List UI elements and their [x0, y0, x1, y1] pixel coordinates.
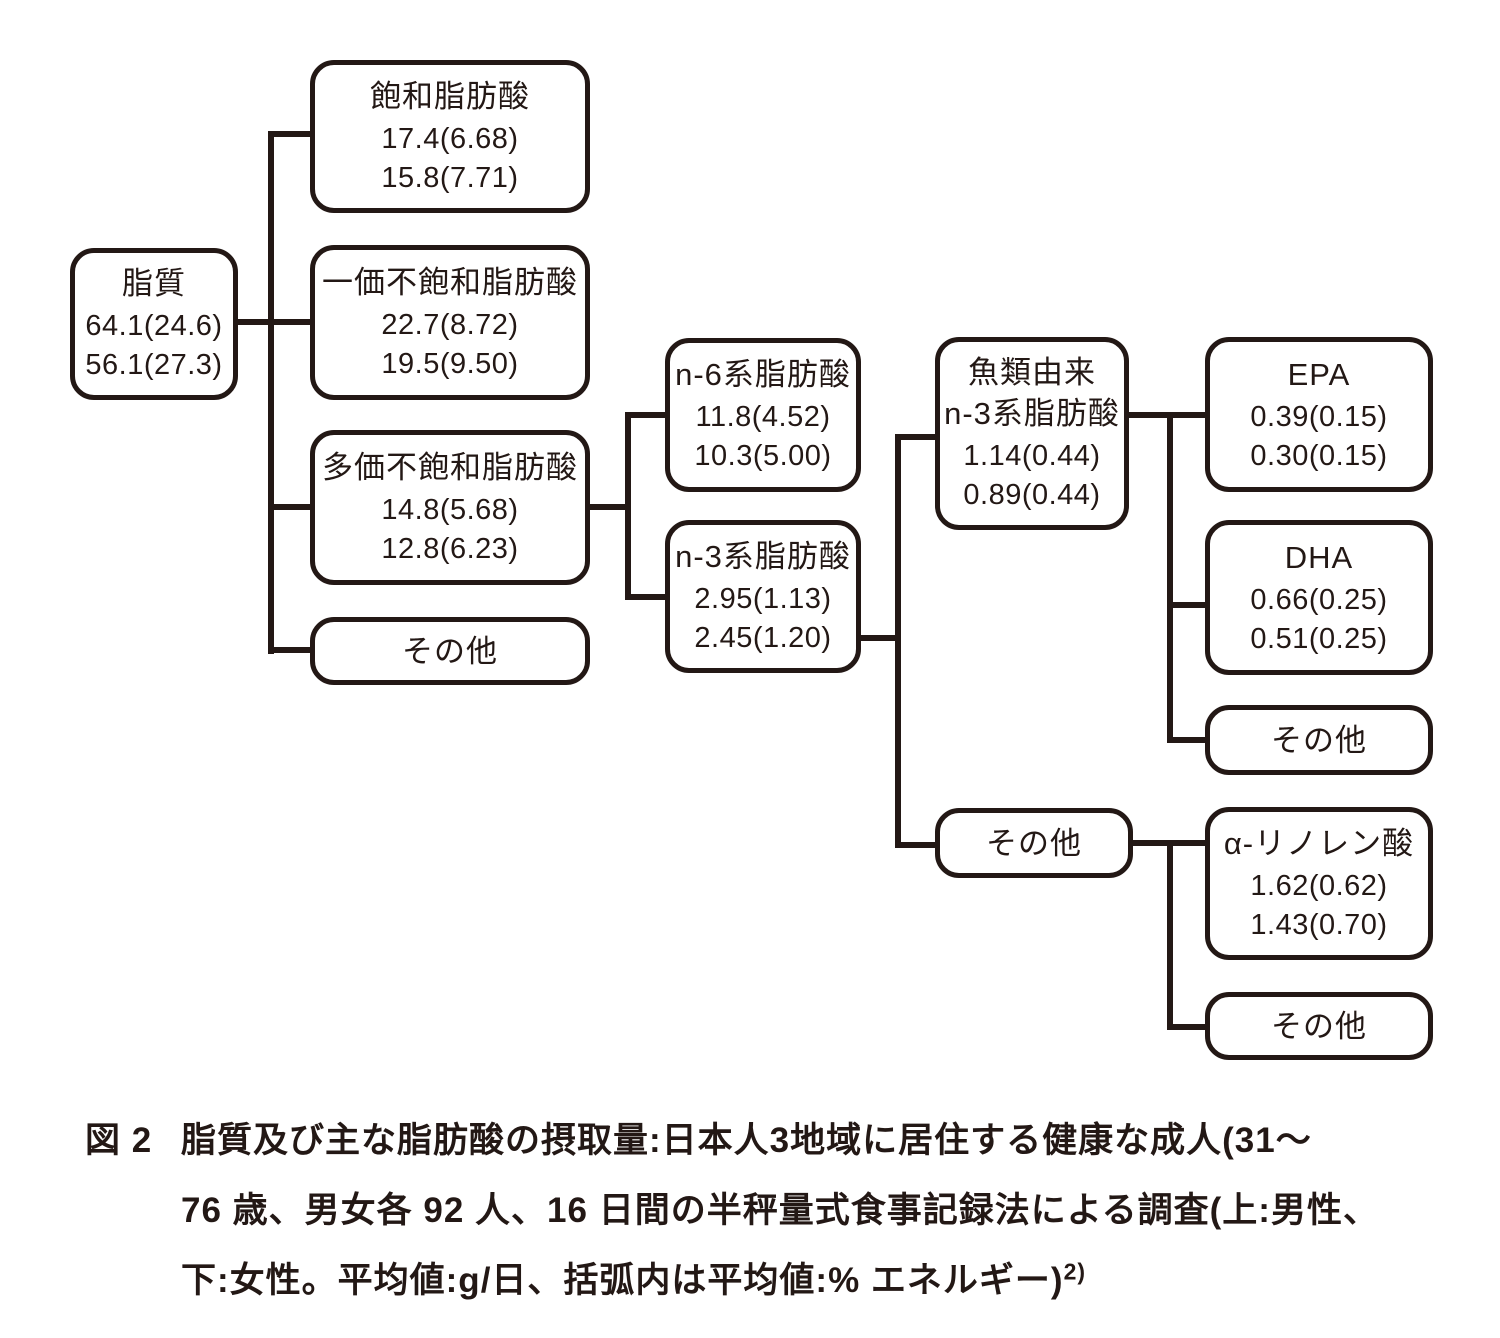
connector-to-dha — [1167, 602, 1208, 608]
connector-v4 — [1167, 412, 1173, 743]
node-title: 多価不飽和脂肪酸 — [322, 449, 578, 485]
node-epa: EPA 0.39(0.15) 0.30(0.15) — [1205, 337, 1433, 492]
node-n3-fatty-acid: n-3系脂肪酸 2.95(1.13) 2.45(1.20) — [665, 520, 861, 673]
connector-poly-trunk — [588, 504, 631, 510]
connector-lipid-trunk — [237, 319, 313, 325]
caption-reference-superscript: 2) — [1063, 1258, 1087, 1285]
node-title: EPA — [1287, 356, 1351, 392]
connector-to-other1 — [268, 647, 313, 653]
node-value-male: 17.4(6.68) — [381, 122, 519, 155]
node-value-male: 0.39(0.15) — [1250, 400, 1388, 433]
node-value-female: 12.8(6.23) — [381, 532, 519, 565]
node-other-lipid: その他 — [310, 617, 590, 685]
node-dha: DHA 0.66(0.25) 0.51(0.25) — [1205, 520, 1433, 675]
node-title: n-6系脂肪酸 — [675, 357, 851, 392]
node-value-female: 56.1(27.3) — [85, 349, 223, 381]
connector-v1 — [268, 131, 274, 654]
connector-to-n6 — [625, 412, 668, 418]
node-value-male: 22.7(8.72) — [381, 308, 519, 341]
figure-caption: 図 2 脂質及び主な脂肪酸の摂取量:日本人3地域に居住する健康な成人(31〜 7… — [85, 1106, 1445, 1316]
node-saturated-fatty-acid: 飽和脂肪酸 17.4(6.68) 15.8(7.71) — [310, 60, 590, 213]
connector-to-fishn3 — [895, 434, 938, 440]
connector-v3 — [895, 434, 901, 848]
node-lipid: 脂質 64.1(24.6) 56.1(27.3) — [70, 248, 238, 400]
node-value-female: 0.89(0.44) — [963, 479, 1101, 511]
node-polyunsaturated-fatty-acid: 多価不飽和脂肪酸 14.8(5.68) 12.8(6.23) — [310, 430, 590, 585]
node-alpha-linolenic-acid: α-リノレン酸 1.62(0.62) 1.43(0.70) — [1205, 807, 1433, 960]
figure-number: 図 2 — [85, 1121, 153, 1160]
node-value-female: 1.43(0.70) — [1250, 908, 1388, 941]
node-title: α-リノレン酸 — [1223, 825, 1415, 861]
node-value-female: 0.51(0.25) — [1250, 622, 1388, 655]
connector-v5 — [1167, 840, 1173, 1030]
node-title: 一価不飽和脂肪酸 — [322, 264, 578, 300]
caption-line-2: 76 歳、男女各 92 人、16 日間の半秤量式食事記録法による調査(上:男性、 — [181, 1191, 1379, 1230]
node-other-fish-n3: その他 — [1205, 705, 1433, 775]
node-value-male: 14.8(5.68) — [381, 493, 519, 526]
node-title-line2: n-3系脂肪酸 — [944, 396, 1120, 431]
node-n6-fatty-acid: n-6系脂肪酸 11.8(4.52) 10.3(5.00) — [665, 338, 861, 492]
node-title: その他 — [986, 825, 1082, 861]
figure-caption-text: 脂質及び主な脂肪酸の摂取量:日本人3地域に居住する健康な成人(31〜 76 歳、… — [181, 1106, 1445, 1316]
node-value-female: 2.45(1.20) — [694, 621, 832, 654]
node-value-male: 11.8(4.52) — [695, 401, 831, 433]
connector-to-poly — [268, 504, 313, 510]
node-title: その他 — [1271, 1008, 1367, 1044]
node-title: n-3系脂肪酸 — [675, 538, 851, 574]
caption-line-3-text: 下:女性。平均値:g/日、括弧内は平均値:% エネルギー) — [181, 1261, 1064, 1300]
connector-to-other2 — [895, 842, 938, 848]
node-value-female: 15.8(7.71) — [381, 161, 519, 194]
caption-line-1: 脂質及び主な脂肪酸の摂取量:日本人3地域に居住する健康な成人(31〜 — [181, 1121, 1312, 1160]
node-other-non-fish-n3: その他 — [1205, 992, 1433, 1060]
connector-to-other3 — [1167, 1024, 1208, 1030]
node-monounsaturated-fatty-acid: 一価不飽和脂肪酸 22.7(8.72) 19.5(9.50) — [310, 245, 590, 400]
node-value-male: 1.62(0.62) — [1250, 869, 1388, 902]
node-other-n3: その他 — [935, 808, 1133, 878]
connector-n3-trunk — [859, 635, 901, 641]
node-title: その他 — [1271, 722, 1367, 758]
node-value-male: 0.66(0.25) — [1250, 583, 1388, 616]
node-value-male: 64.1(24.6) — [85, 310, 223, 342]
node-title: 脂質 — [122, 266, 186, 301]
connector-v2 — [625, 412, 631, 600]
node-title: その他 — [402, 633, 498, 669]
node-title: 飽和脂肪酸 — [370, 78, 530, 114]
node-title: DHA — [1284, 539, 1354, 575]
node-title-line1: 魚類由来 — [968, 355, 1096, 390]
connector-to-fishother — [1167, 737, 1208, 743]
node-fish-derived-n3-fatty-acid: 魚類由来 n-3系脂肪酸 1.14(0.44) 0.89(0.44) — [935, 337, 1129, 530]
node-value-male: 2.95(1.13) — [694, 582, 832, 615]
node-value-female: 10.3(5.00) — [694, 440, 832, 472]
connector-to-n3 — [625, 594, 668, 600]
node-value-female: 19.5(9.50) — [381, 347, 519, 380]
node-value-female: 0.30(0.15) — [1250, 439, 1388, 472]
connector-to-saturated — [268, 131, 313, 137]
node-value-male: 1.14(0.44) — [963, 440, 1101, 472]
caption-line-3: 下:女性。平均値:g/日、括弧内は平均値:% エネルギー)2) — [181, 1246, 1445, 1316]
